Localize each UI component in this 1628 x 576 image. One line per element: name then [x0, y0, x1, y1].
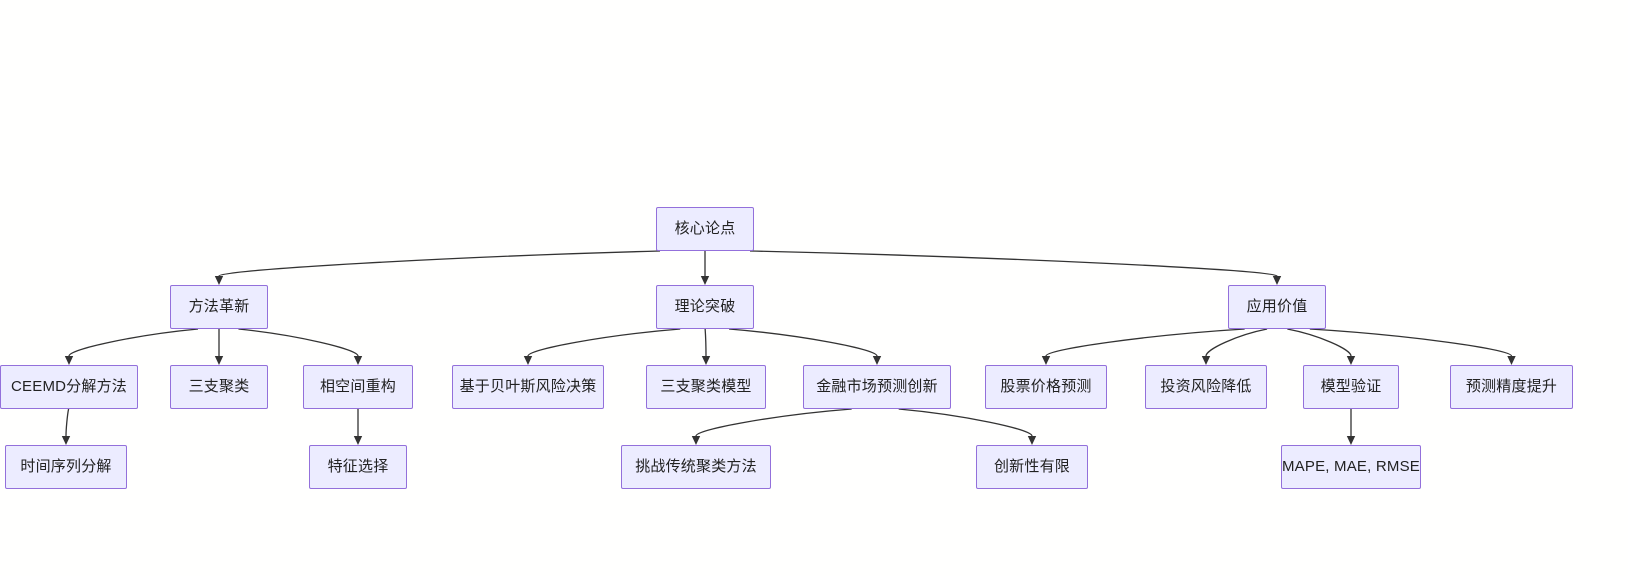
- node-c6[interactable]: 金融市场预测创新: [803, 365, 951, 409]
- node-label: 股票价格预测: [1000, 377, 1092, 395]
- node-label: 理论突破: [674, 297, 736, 315]
- node-label: 相空间重构: [319, 377, 396, 395]
- node-root[interactable]: 核心论点: [656, 207, 754, 251]
- node-c8[interactable]: 投资风险降低: [1145, 365, 1267, 409]
- node-d5[interactable]: MAPE, MAE, RMSE: [1281, 445, 1421, 489]
- node-label: 核心论点: [674, 219, 736, 237]
- node-label: MAPE, MAE, RMSE: [1281, 457, 1421, 475]
- node-c9[interactable]: 模型验证: [1303, 365, 1399, 409]
- node-d2[interactable]: 特征选择: [309, 445, 407, 489]
- node-label: 方法革新: [188, 297, 250, 315]
- node-c1[interactable]: CEEMD分解方法: [0, 365, 138, 409]
- node-c5[interactable]: 三支聚类模型: [646, 365, 766, 409]
- node-label: 基于贝叶斯风险决策: [459, 377, 597, 395]
- node-d1[interactable]: 时间序列分解: [5, 445, 127, 489]
- node-label: 金融市场预测创新: [816, 377, 938, 395]
- node-c4[interactable]: 基于贝叶斯风险决策: [452, 365, 604, 409]
- node-b3[interactable]: 应用价值: [1228, 285, 1326, 329]
- node-label: CEEMD分解方法: [11, 377, 127, 395]
- node-label: 应用价值: [1246, 297, 1308, 315]
- node-label: 特征选择: [327, 457, 389, 475]
- node-label: 投资风险降低: [1160, 377, 1252, 395]
- node-label: 模型验证: [1320, 377, 1382, 395]
- node-c3[interactable]: 相空间重构: [303, 365, 413, 409]
- node-label: 创新性有限: [993, 457, 1070, 475]
- node-d3[interactable]: 挑战传统聚类方法: [621, 445, 771, 489]
- node-b2[interactable]: 理论突破: [656, 285, 754, 329]
- node-label: 挑战传统聚类方法: [635, 457, 757, 475]
- node-b1[interactable]: 方法革新: [170, 285, 268, 329]
- node-c10[interactable]: 预测精度提升: [1450, 365, 1573, 409]
- node-d4[interactable]: 创新性有限: [976, 445, 1088, 489]
- node-c2[interactable]: 三支聚类: [170, 365, 268, 409]
- node-label: 预测精度提升: [1465, 377, 1558, 395]
- node-label: 三支聚类: [188, 377, 250, 395]
- node-label: 时间序列分解: [20, 457, 112, 475]
- node-label: 三支聚类模型: [660, 377, 752, 395]
- node-c7[interactable]: 股票价格预测: [985, 365, 1107, 409]
